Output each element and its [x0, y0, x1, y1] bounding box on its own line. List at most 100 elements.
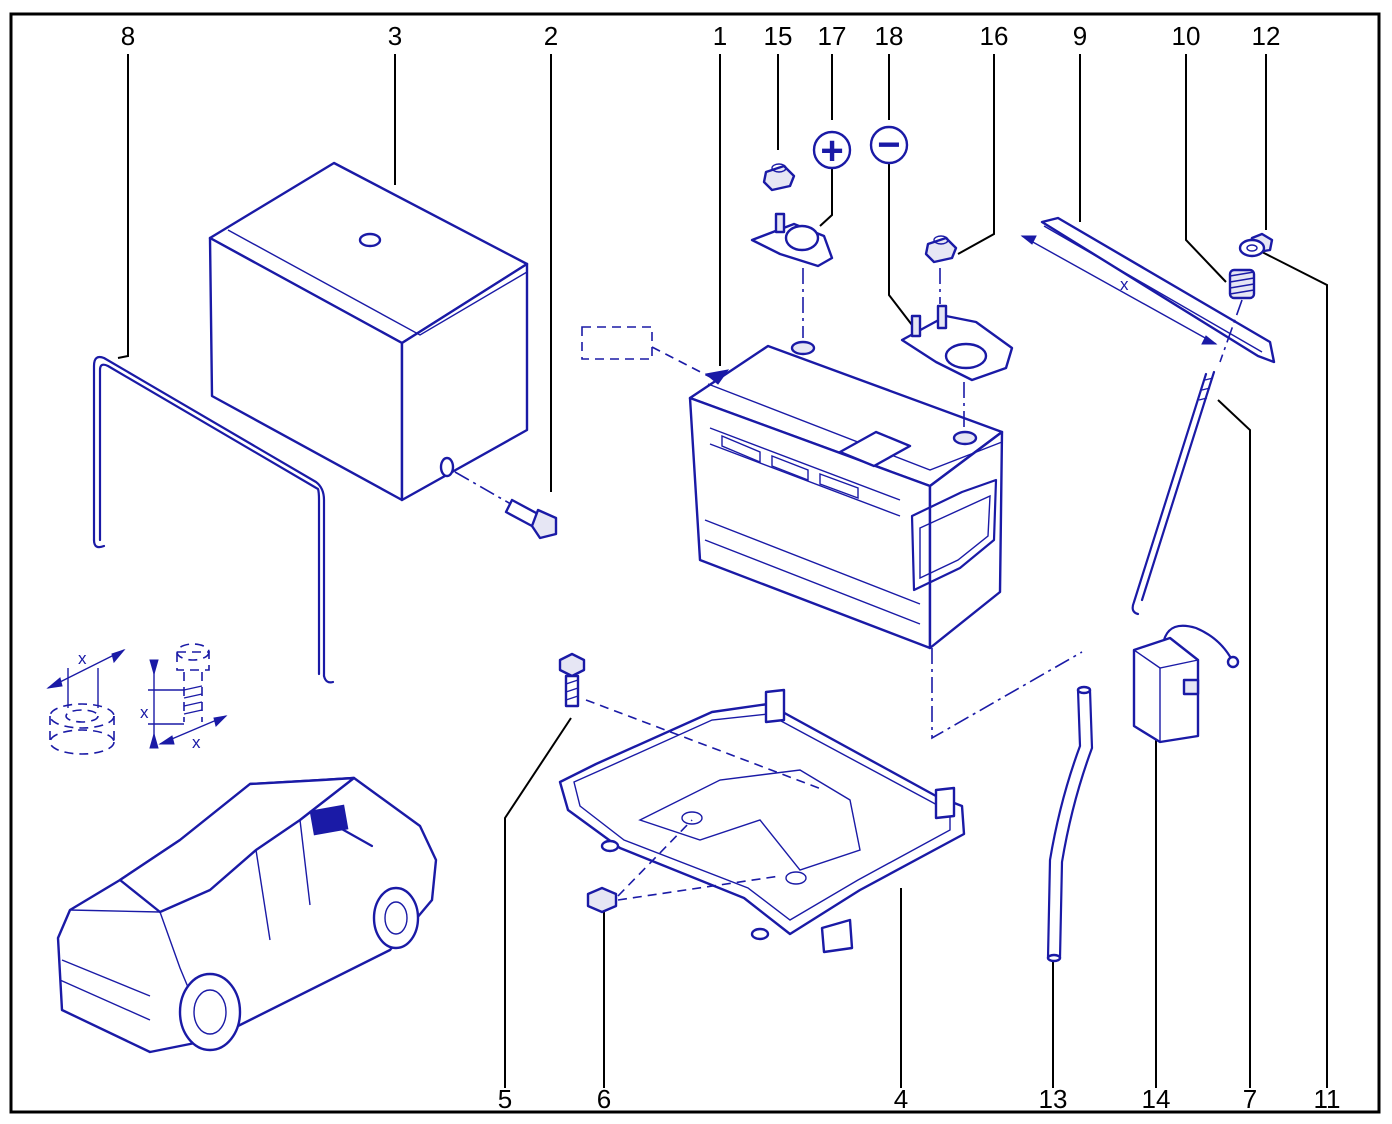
car-grille — [59, 959, 151, 1021]
positive-symbol: + — [820, 129, 843, 173]
tray-bolt-guide — [585, 699, 825, 791]
tray-nut-body — [586, 886, 618, 914]
washer-11 — [1238, 238, 1266, 258]
car-rear-hub — [384, 901, 408, 935]
rod-8-hook-right — [322, 674, 335, 684]
negative-clamp-ring — [944, 342, 988, 370]
tray-nut — [586, 819, 781, 914]
positive-terminal-assembly: + — [750, 129, 852, 338]
callout-15: 15 — [764, 21, 793, 51]
callout-2: 2 — [544, 21, 558, 51]
callout-10: 10 — [1172, 21, 1201, 51]
terminal-nut-15-hole — [771, 163, 787, 173]
battery-tray — [558, 688, 966, 954]
hose-13-top-end — [1076, 685, 1092, 695]
leader-18-clamp — [888, 160, 913, 326]
nut-outline-hole — [65, 709, 99, 723]
callout-6: 6 — [597, 1084, 611, 1114]
car-rear-wheel — [372, 886, 420, 950]
callout-7: 7 — [1243, 1084, 1257, 1114]
module-wire-eyelet — [1226, 655, 1240, 669]
support-bar-arrow-left — [1020, 235, 1037, 245]
washer-11-hole — [1246, 244, 1258, 252]
positive-clamp-stud — [774, 212, 786, 234]
rod-8-inner — [98, 363, 321, 676]
support-bar-dim-line — [1021, 235, 1217, 345]
support-bar-edge — [1043, 225, 1263, 353]
terminal-nut-16-hole — [933, 235, 949, 245]
hold-down-rod — [92, 355, 335, 684]
battery-arrow-head — [704, 369, 730, 385]
negative-terminal-assembly: − — [869, 123, 1014, 428]
negative-clamp-stud-b — [936, 304, 948, 330]
nut-outline-bottom — [49, 729, 115, 755]
cover-rim — [227, 229, 528, 336]
bolt-dim-arrow-left — [158, 735, 175, 745]
cover-screw — [454, 471, 558, 540]
positive-clamp-ring — [784, 224, 820, 252]
cover-screw-axis — [454, 471, 517, 508]
tray-foot-b — [750, 927, 770, 941]
positive-symbol-circle — [812, 130, 852, 170]
vehicle-location-view — [56, 776, 438, 1054]
leader-8 — [117, 54, 129, 359]
torque-symbol-nut: x — [46, 648, 126, 755]
support-bar: x — [1020, 216, 1276, 364]
battery-positive-post — [790, 340, 816, 356]
hose-13-right — [1058, 688, 1094, 960]
callout-16: 16 — [980, 21, 1009, 51]
tray-bolt-thread — [565, 679, 579, 701]
leader-5 — [504, 717, 572, 1088]
tray-inner-rim — [573, 713, 951, 921]
vent-hose — [1046, 685, 1094, 963]
torque-nut-mark: x — [78, 649, 87, 668]
battery-handle-inner — [919, 494, 991, 580]
car-battery-pointer — [338, 826, 374, 848]
battery-front-ridges — [704, 427, 921, 625]
bolt-outline-head — [176, 651, 210, 671]
callout-1: 1 — [713, 21, 727, 51]
spring-nut-washer — [1219, 232, 1274, 363]
bottom-callout-labels: 5 6 4 13 14 7 11 — [498, 1084, 1341, 1114]
tray-tab-b — [934, 786, 956, 820]
callout-14: 14 — [1142, 1084, 1171, 1114]
battery-cover — [208, 161, 529, 502]
bolt-outline-thread — [183, 685, 203, 715]
cover-side — [400, 262, 529, 502]
torque-bolt-mark-h: x — [140, 703, 149, 722]
leader-lines — [117, 54, 1328, 1088]
reference-arrow — [651, 346, 717, 381]
callout-13: 13 — [1039, 1084, 1068, 1114]
battery-side — [928, 430, 1004, 650]
battery-vent-slots — [721, 434, 859, 500]
tray-nut-guide-b — [617, 875, 781, 901]
callout-8: 8 — [121, 21, 135, 51]
tray-nut-guide-a — [617, 819, 693, 897]
leader-7 — [1217, 399, 1251, 1088]
callout-17: 17 — [818, 21, 847, 51]
car-beltline — [69, 777, 355, 913]
rod-7-outer — [1131, 372, 1208, 616]
spring-10-coils — [1229, 271, 1255, 295]
spring-axis — [1219, 299, 1243, 363]
battery-label-plate — [838, 430, 912, 468]
leader-11 — [1261, 251, 1328, 1088]
car-front-hub — [193, 989, 227, 1035]
battery-tray-guide — [931, 648, 1083, 740]
bolt-dim-arrow-top — [149, 659, 159, 676]
support-bar-length-mark: x — [1120, 275, 1129, 294]
leader-10 — [1185, 54, 1227, 283]
rod-8-outer — [92, 355, 326, 678]
cover-vent-hole — [358, 232, 382, 248]
leader-16 — [957, 54, 995, 255]
negative-symbol: − — [877, 123, 900, 167]
module-wire — [1162, 624, 1234, 662]
tray-tab-c — [820, 918, 854, 954]
battery-handle — [910, 478, 998, 592]
module-connector — [1182, 678, 1200, 696]
torque-symbol-bolt: x x — [140, 643, 228, 752]
leader-17-clamp — [819, 165, 833, 227]
support-bar-arrow-right — [1201, 335, 1218, 345]
